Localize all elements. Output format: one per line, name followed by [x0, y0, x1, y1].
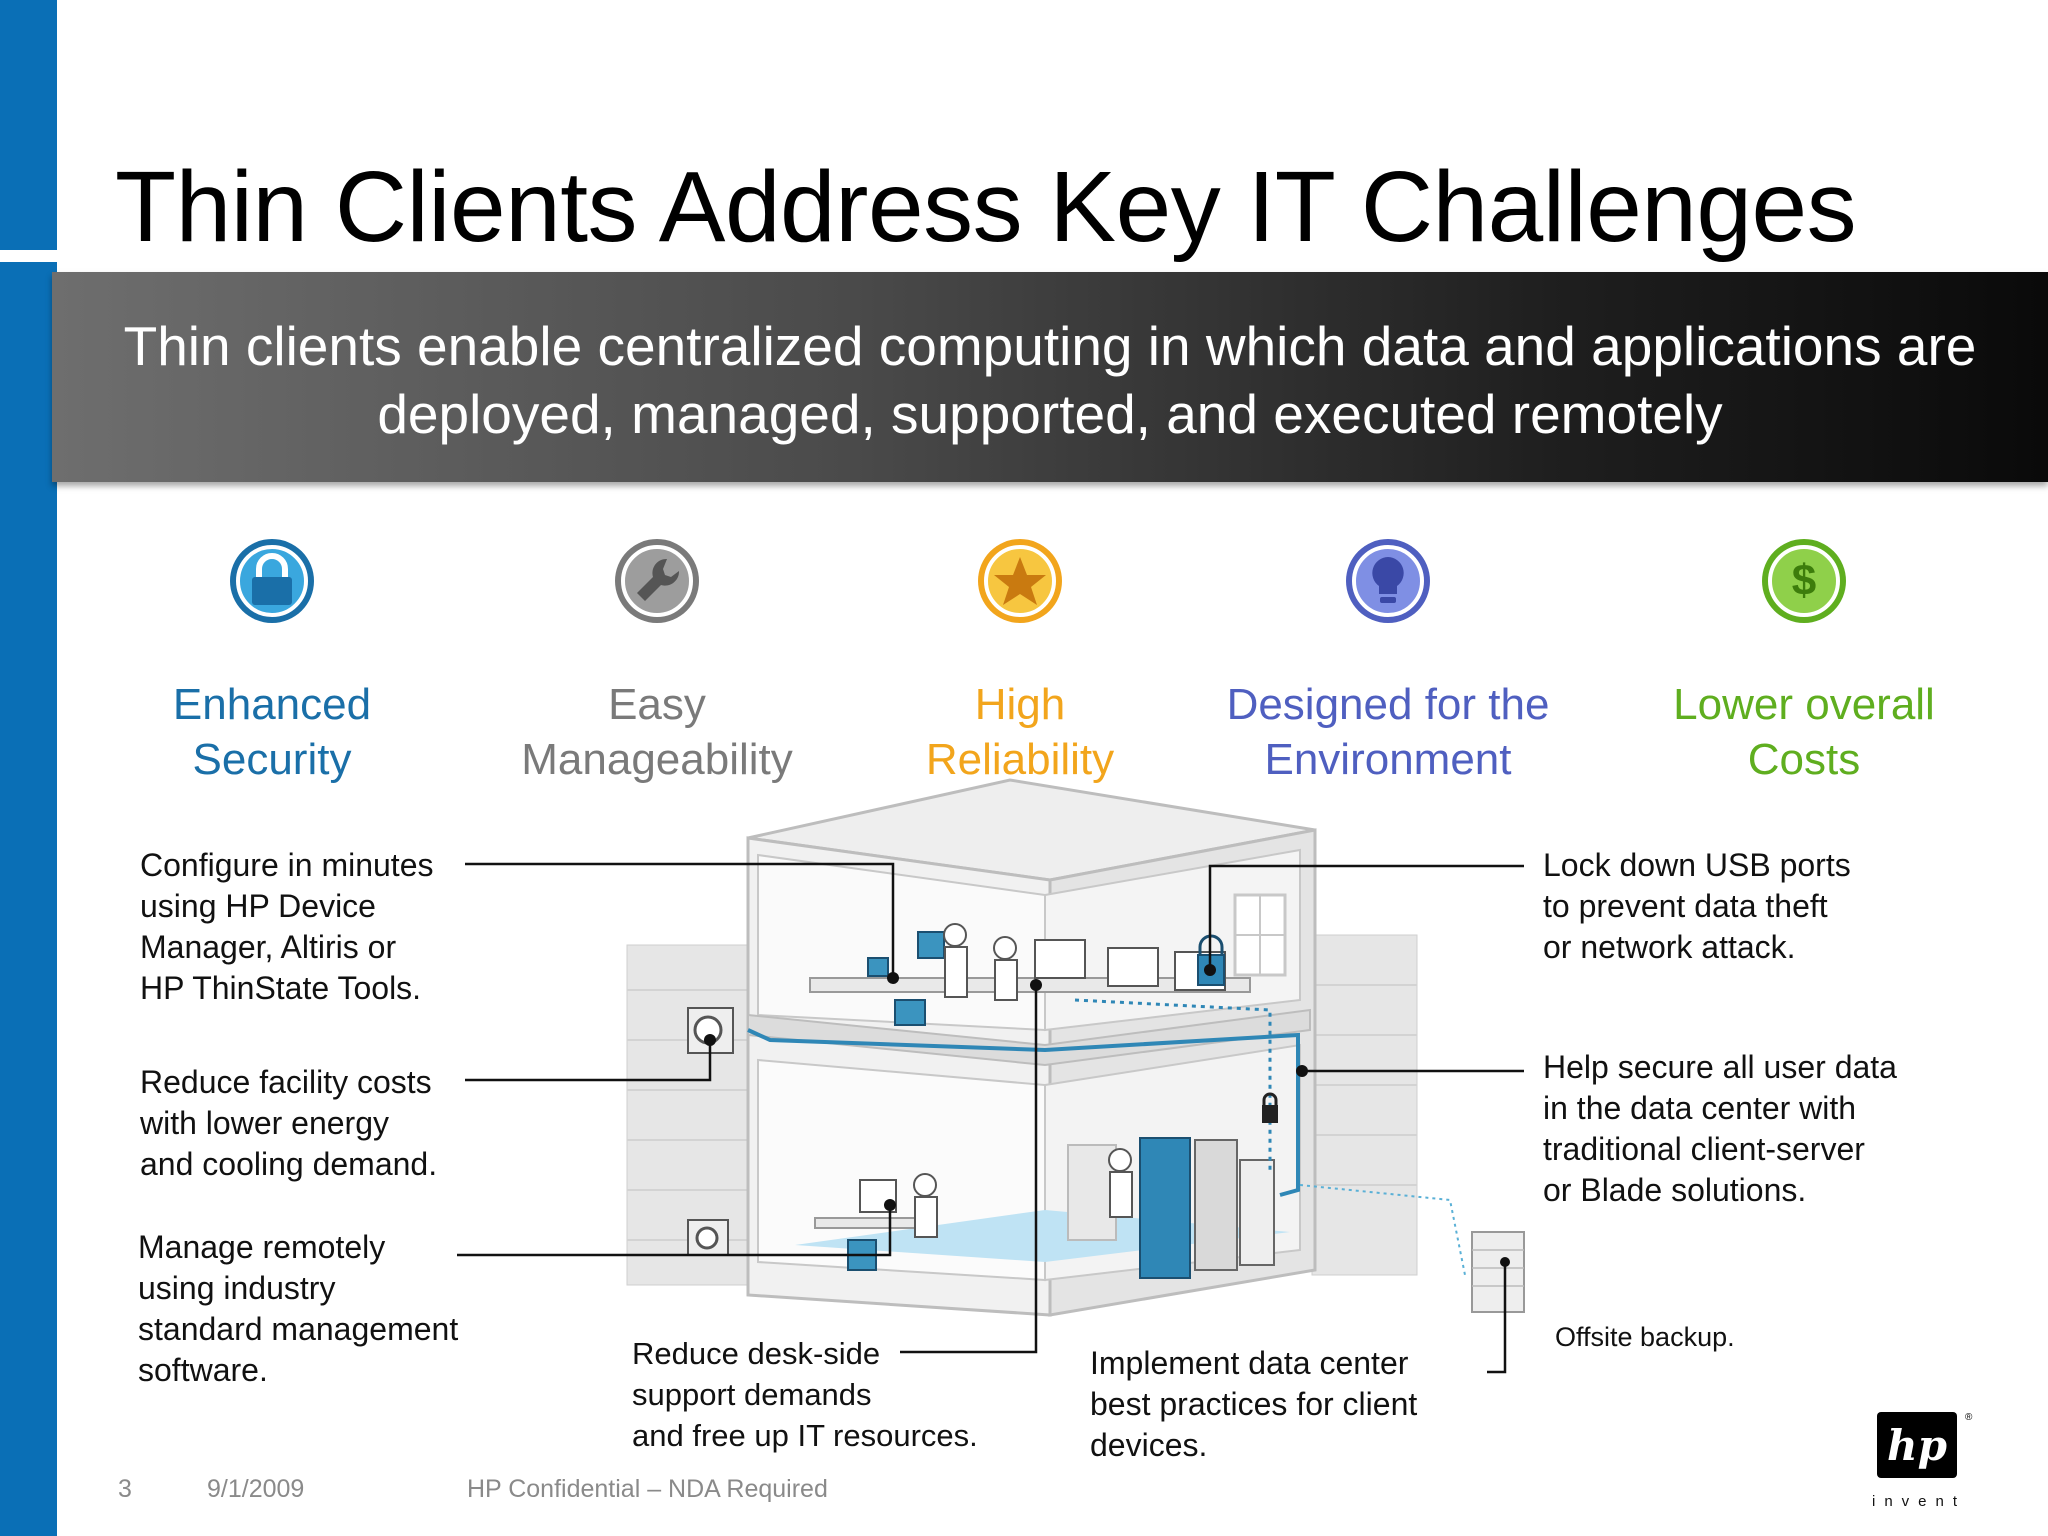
callout-datacenter: Implement data center best practices for…	[1090, 1345, 1418, 1463]
benefit-reliability: High Reliability	[840, 535, 1200, 787]
hp-logo: hp ®	[1877, 1412, 1973, 1478]
benefit-environment: Designed for the Environment	[1208, 535, 1568, 787]
page-number: 3	[118, 1475, 132, 1503]
benefit-label: High Reliability	[925, 680, 1115, 784]
benefit-label: Designed for the Environment	[1226, 680, 1550, 784]
benefit-security: Enhanced Security	[92, 535, 452, 787]
footer-date: 9/1/2009	[207, 1475, 305, 1503]
accent-notch	[0, 250, 57, 262]
logo-mark: hp	[1887, 1421, 1947, 1470]
callout-facility: Reduce facility costs with lower energy …	[140, 1064, 438, 1182]
footer-confidential: HP Confidential – NDA Required	[467, 1475, 828, 1503]
logo-tagline: invent	[1872, 1493, 1967, 1510]
benefit-manageability: Easy Manageability	[477, 535, 837, 787]
lightbulb-icon	[1346, 539, 1430, 623]
svg-text:®: ®	[1965, 1412, 1973, 1423]
lock-icon	[230, 539, 314, 623]
callout-remote: Manage remotely using industry standard …	[138, 1229, 459, 1388]
wrench-icon	[615, 539, 699, 623]
callout-configure: Configure in minutes using HP Device Man…	[140, 847, 434, 1006]
callout-deskside: Reduce desk-side support demands and fre…	[632, 1336, 978, 1453]
subtitle-banner: Thin clients enable centralized computin…	[52, 272, 2048, 482]
callout-secure: Help secure all user data in the data ce…	[1543, 1049, 1897, 1208]
callout-offsite: Offsite backup.	[1555, 1322, 1735, 1352]
benefit-label: Easy Manageability	[521, 680, 793, 784]
benefit-costs: $ Lower overall Costs	[1624, 535, 1984, 787]
svg-text:$: $	[1792, 556, 1816, 605]
left-accent-bar	[0, 0, 57, 1536]
benefit-label: Lower overall Costs	[1673, 680, 1935, 784]
benefit-label: Enhanced Security	[172, 680, 372, 784]
star-icon	[978, 539, 1062, 623]
banner-text: Thin clients enable centralized computin…	[123, 315, 1977, 445]
dollar-icon: $	[1762, 539, 1846, 623]
slide-title: Thin Clients Address Key IT Challenges	[115, 151, 1857, 263]
callout-usb: Lock down USB ports to prevent data thef…	[1543, 847, 1851, 965]
